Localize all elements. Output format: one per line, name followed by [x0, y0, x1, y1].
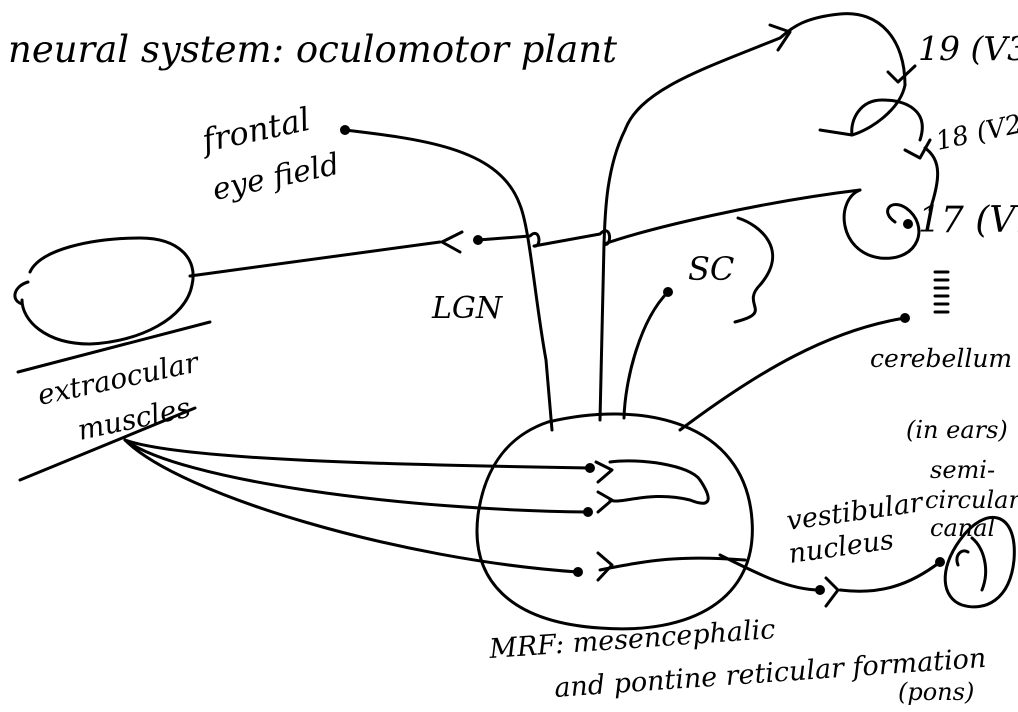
mrf-internal-curve-1: [608, 459, 710, 505]
muscle-node-2: [583, 507, 593, 517]
sc-node: [663, 287, 673, 297]
v1-node: [903, 219, 913, 229]
lgn-node: [473, 235, 483, 245]
v1-to-v2-line: [923, 146, 940, 212]
mrf-internal-curve-2: [598, 556, 747, 572]
v2-arrowhead: [903, 138, 932, 160]
label-in-ears: (in ears): [906, 416, 1008, 444]
extraocular-top-line: [16, 320, 212, 374]
muscle-node-3: [573, 567, 583, 577]
vestibular-arrowhead: [824, 576, 840, 608]
ear-inner-curve-2: [955, 549, 970, 567]
eye-shape: [20, 236, 195, 346]
mrf-circle: [475, 412, 754, 631]
cerebellum-node: [900, 313, 910, 323]
mrf-arrow-1: [594, 460, 614, 484]
eye-to-lgn-line: [188, 240, 442, 278]
label-mrf-line1: MRF: mesencephalic: [487, 614, 776, 665]
lgn-to-v1-line: [476, 188, 862, 248]
eye-lid-mark: [13, 280, 30, 306]
v1-loop: [842, 188, 921, 260]
top-descending-line: [598, 36, 782, 422]
label-area-17: 17 (V1): [918, 200, 1018, 241]
label-area-19: 19 (V3): [918, 29, 1018, 68]
extraocular-bottom-line: [18, 406, 197, 482]
vestibular-to-ear-line: [838, 560, 942, 593]
lgn-arrowhead: [440, 230, 464, 254]
diagram-title: neural system: oculomotor plant: [8, 28, 617, 71]
fef-to-mrf-line: [343, 128, 554, 432]
label-frontal-eye-field-line1: frontal: [197, 100, 314, 160]
v3-arrowhead: [886, 64, 917, 84]
ear-inner-curve: [970, 536, 988, 592]
sc-to-mrf-line: [622, 290, 670, 420]
ear-node: [935, 557, 945, 567]
muscle-line-2: [123, 438, 590, 514]
label-area-18: 18 (V2): [933, 107, 1018, 157]
label-semicircular-line2: circular: [925, 486, 1018, 514]
v3-connector: [850, 83, 907, 137]
cerebellum-folds: [933, 270, 950, 314]
v2-to-v3-line: [818, 98, 924, 142]
label-semicircular-line1: semi-: [930, 456, 995, 484]
v3-to-pathway-line: [778, 12, 907, 87]
label-cerebellum: cerebellum: [870, 344, 1012, 373]
mrf-arrow-3: [596, 551, 614, 582]
muscle-node-1: [585, 463, 595, 473]
ear-outer-shape: [943, 515, 1016, 609]
mrf-arrow-2: [596, 490, 614, 514]
mrf-to-vestibular-line: [718, 553, 822, 592]
cerebellum-to-mrf-line: [678, 316, 907, 432]
label-mrf-line3: (pons): [898, 678, 974, 706]
label-sc: SC: [688, 250, 734, 288]
fef-node: [340, 125, 350, 135]
top-arrowhead: [768, 23, 792, 52]
label-frontal-eye-field-line2: eye field: [209, 147, 342, 208]
muscle-line-1: [123, 438, 592, 470]
muscle-line-3: [123, 438, 580, 574]
vestibular-node: [815, 585, 825, 595]
sc-squiggle: [733, 216, 775, 324]
label-lgn: LGN: [431, 291, 504, 326]
